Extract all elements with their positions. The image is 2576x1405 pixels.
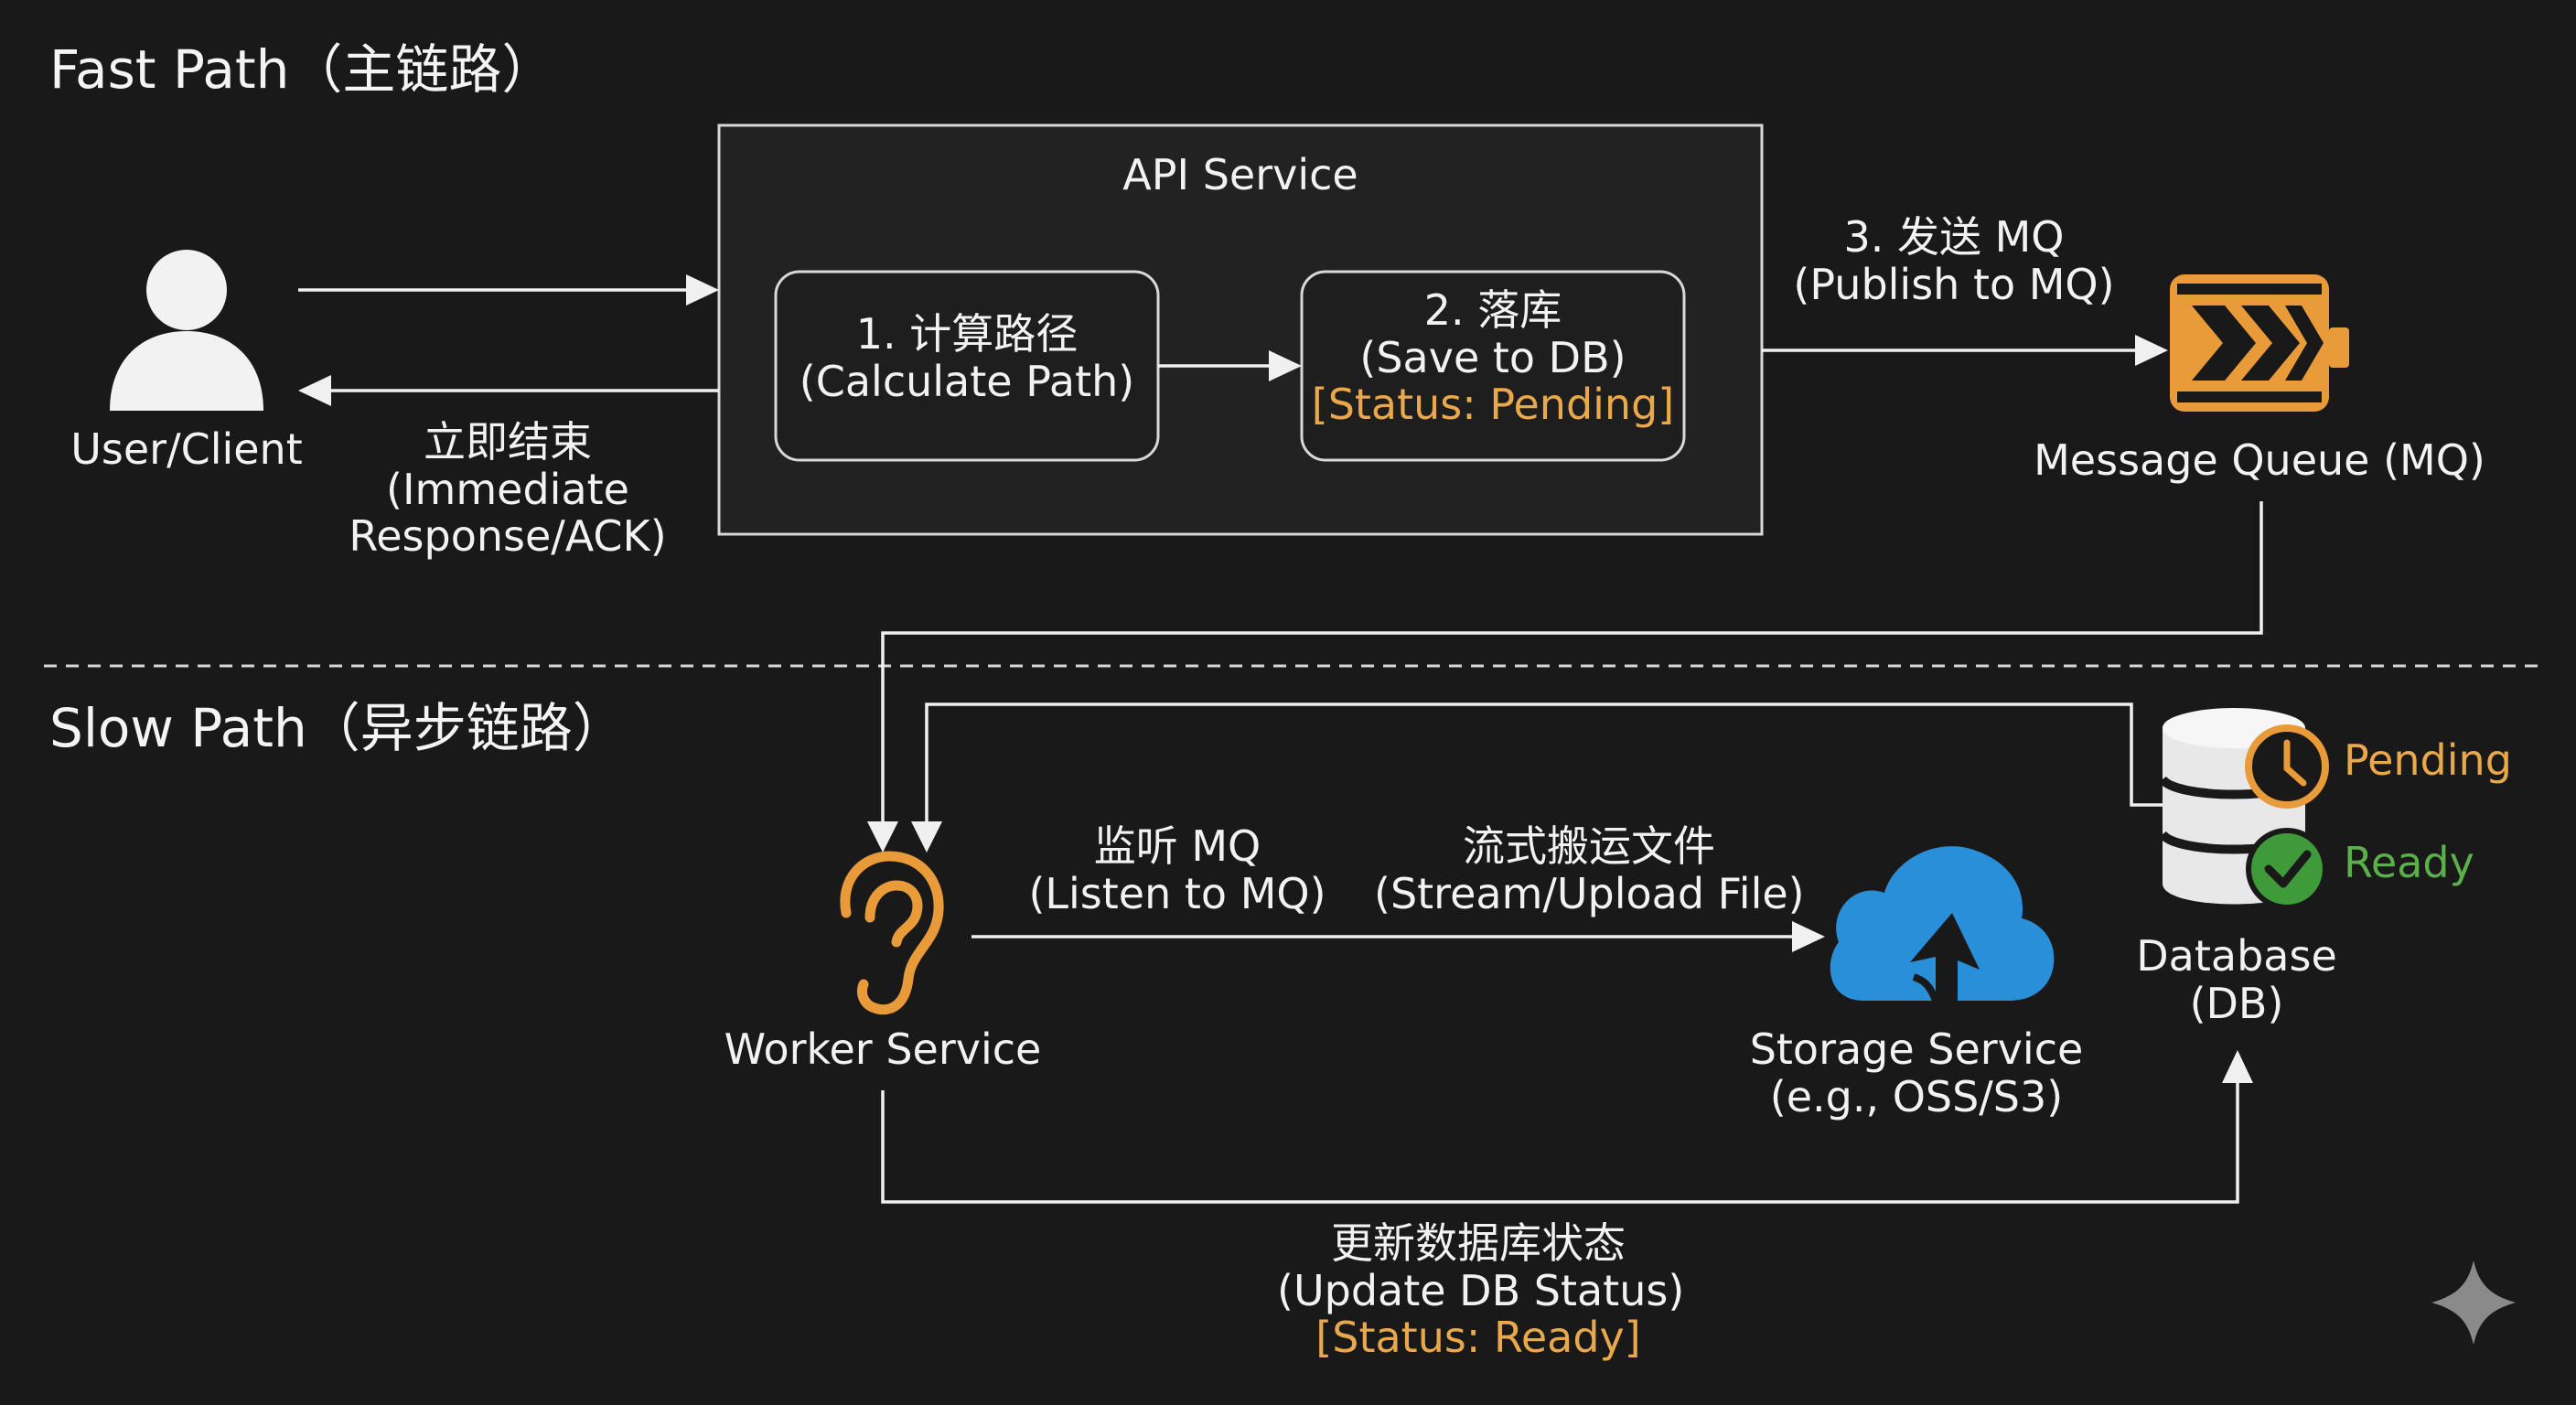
database-line-1: Database (2136, 931, 2337, 981)
stream-label: 流式搬运文件 (Stream/Upload File) (1374, 821, 1805, 918)
calculate-path-label: 1. 计算路径 (Calculate Path) (776, 309, 1158, 406)
update-status: [Status: Ready] (1315, 1313, 1641, 1363)
save-to-db-line-1: 2. 落库 (1423, 285, 1562, 335)
step-arrowhead (1269, 350, 1302, 381)
response-line-1: 立即结束 (424, 417, 592, 467)
update-label: 更新数据库状态 (Update DB Status) [Status: Read… (1277, 1218, 1685, 1363)
ready-badge: Ready (2344, 838, 2474, 887)
storage-line-1: Storage Service (1749, 1024, 2084, 1074)
clock-icon (2245, 724, 2329, 809)
request-arrowhead (686, 274, 719, 306)
database-label: Database (DB) (2095, 931, 2378, 1028)
worker-label: Worker Service (724, 1024, 1042, 1074)
publish-line-2: (Publish to MQ) (1793, 259, 2115, 309)
mq-label: Message Queue (MQ) (2034, 435, 2485, 485)
update-line-2: (Update DB Status) (1277, 1265, 1685, 1315)
fast-path-title: Fast Path（主链路） (49, 38, 555, 101)
listen-line-2: (Listen to MQ) (1028, 868, 1326, 918)
mq-to-worker-line (881, 501, 2263, 832)
check-icon (2246, 828, 2328, 910)
publish-label: 3. 发送 MQ (Publish to MQ) (1780, 212, 2128, 309)
response-arrowhead (298, 375, 331, 406)
database-line-2: (DB) (2189, 978, 2284, 1028)
calculate-path-line-1: 1. 计算路径 (855, 309, 1079, 359)
api-service-title: API Service (1122, 150, 1358, 199)
ear-icon (840, 851, 944, 1015)
update-db-arrowhead (2222, 1050, 2253, 1083)
sparkle-icon (2431, 1260, 2516, 1345)
cloud-upload-icon (1830, 846, 2055, 1003)
storage-line-2: (e.g., OSS/S3) (1769, 1071, 2064, 1121)
response-line-2: (Immediate (386, 464, 629, 514)
stream-line-1: 流式搬运文件 (1463, 821, 1715, 871)
pending-badge: Pending (2344, 735, 2512, 785)
save-to-db-status: [Status: Pending] (1311, 380, 1675, 430)
update-db-line (881, 1072, 2239, 1204)
response-line-3: Response/ACK) (349, 511, 667, 562)
mq-to-worker-arrowhead (867, 821, 898, 853)
db-to-worker-line (925, 702, 2170, 832)
user-label: User/Client (70, 424, 303, 474)
queue-icon (2170, 274, 2349, 412)
save-to-db-label: 2. 落库 (Save to DB) [Status: Pending] (1302, 285, 1684, 430)
calculate-path-line-2: (Calculate Path) (799, 356, 1135, 406)
listen-label: 监听 MQ (Listen to MQ) (1017, 821, 1337, 918)
slow-path-title: Slow Path（异步链路） (49, 697, 626, 759)
save-to-db-line-2: (Save to DB) (1359, 332, 1626, 382)
response-label: 立即结束 (Immediate Response/ACK) (338, 417, 677, 562)
publish-arrowhead (2135, 335, 2168, 366)
storage-label: Storage Service (e.g., OSS/S3) (1729, 1024, 2104, 1121)
update-line-1: 更新数据库状态 (1331, 1218, 1626, 1268)
publish-line-1: 3. 发送 MQ (1843, 212, 2065, 262)
listen-line-1: 监听 MQ (1093, 821, 1261, 871)
user-icon (110, 250, 263, 411)
db-to-worker-arrowhead (911, 821, 942, 853)
upload-arrowhead (1792, 921, 1825, 952)
stream-line-2: (Stream/Upload File) (1374, 868, 1805, 918)
